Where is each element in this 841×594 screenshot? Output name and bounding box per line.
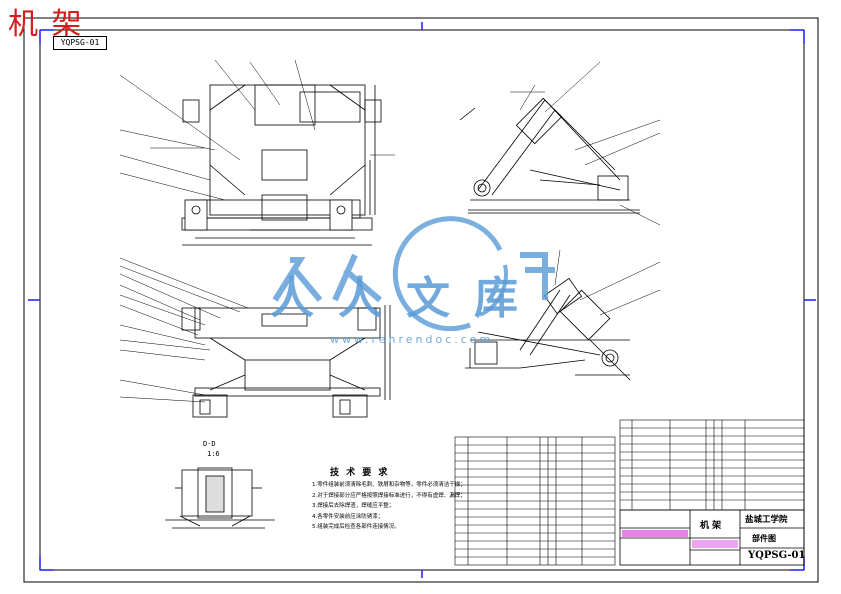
tech-requirement-item: 4.各零件安装前应涂防锈漆； — [312, 513, 384, 520]
stamp-strip-2 — [692, 540, 738, 548]
section-scale: 1:6 — [207, 450, 220, 458]
side-view-b-leaders — [554, 249, 661, 316]
watermark-title: 机 架 — [8, 7, 84, 42]
drawing-code-box: YQPSG-01 — [53, 36, 107, 50]
title-block-frame — [619, 509, 805, 566]
tech-requirement-item: 3.焊接后去除焊渣，焊缝应平整； — [312, 503, 395, 509]
outer-border — [23, 17, 819, 583]
top-view — [181, 305, 391, 418]
watermark-logo — [392, 216, 508, 332]
front-view — [181, 84, 382, 246]
drawing-number: YQPSG-01 — [748, 550, 806, 561]
side-view-leaders — [510, 61, 661, 226]
watermark-brand-text: 人人文库 — [270, 273, 542, 324]
tech-requirement-item: 5.组装完成后检查各部件连接情况。 — [312, 524, 400, 530]
drawing-type: 部件图 — [752, 533, 776, 543]
tech-requirements-heading: 技 术 要 求 — [330, 468, 390, 478]
parts-list-table — [454, 436, 616, 566]
tech-requirement-item: 2.对于焊接部分应严格按照焊接标准进行，不得有虚焊、漏焊； — [312, 492, 466, 499]
parts-list-rows — [455, 444, 615, 558]
part-name: 机 架 — [700, 521, 722, 531]
watermark-glyph-shapes — [272, 252, 555, 303]
section-view — [165, 467, 275, 529]
school-name: 盐城工学院 — [745, 515, 788, 525]
tech-requirements-list: 1.零件组装前须清除毛刺、铁屑和杂物等，零件必须清洁干燥； 2.对于焊接部分应严… — [312, 480, 466, 533]
section-label: D-D — [203, 440, 216, 448]
parts-list-table-right — [619, 419, 805, 511]
front-view-leaders — [119, 59, 395, 201]
side-view — [459, 97, 640, 214]
stamp-strip — [622, 530, 688, 537]
top-view-leaders — [119, 257, 249, 403]
side-view-b — [465, 277, 631, 381]
tech-requirement-item: 1.零件组装前须清除毛刺、铁屑和杂物等，零件必须清洁干燥； — [312, 482, 466, 488]
watermark-site-url: www.renrendoc.com — [330, 333, 494, 346]
